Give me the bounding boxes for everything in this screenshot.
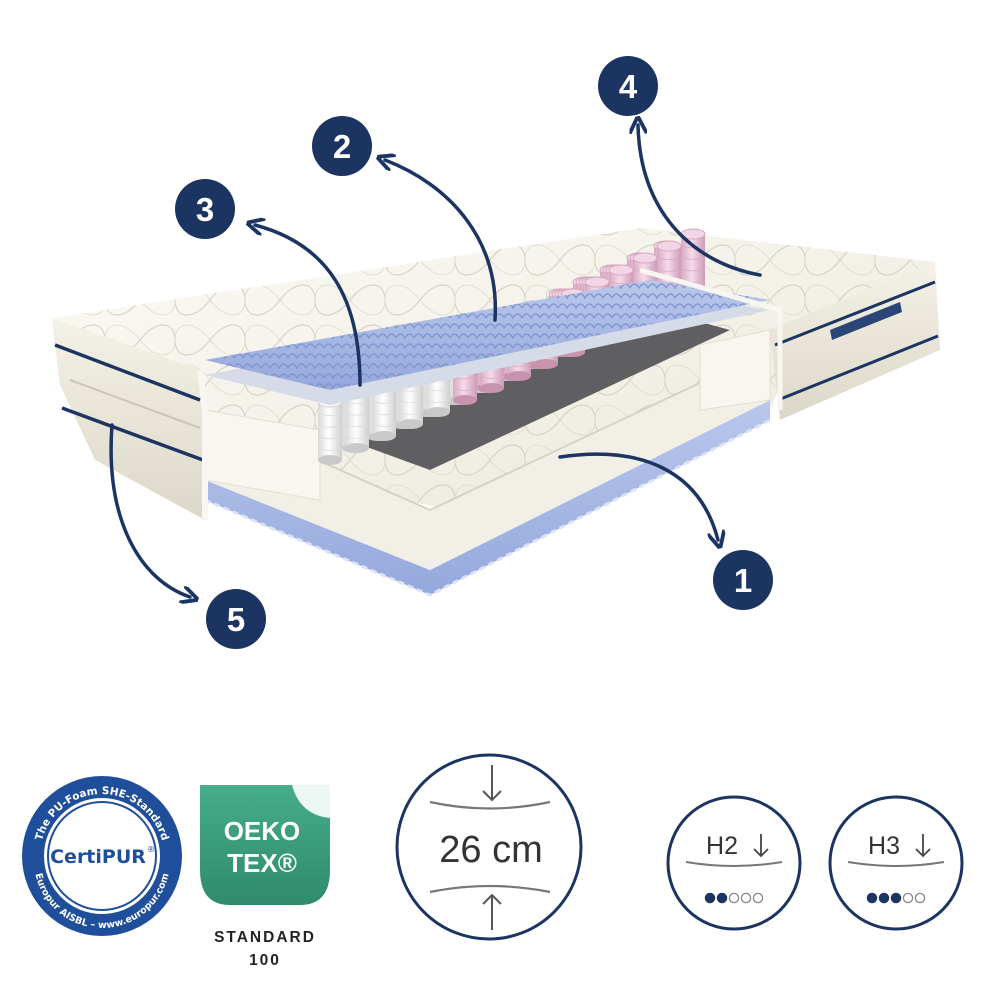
base-foam-slab [205, 350, 770, 570]
firmness-h3-line [847, 861, 945, 867]
firmness-dot-empty [902, 892, 914, 904]
firmness-dot-empty [740, 892, 752, 904]
callout-3: 3 [175, 179, 235, 239]
callout-arrows [109, 125, 762, 597]
callout-1-label: 1 [734, 562, 752, 599]
height-bottom-line [429, 884, 551, 894]
firmness-dot-filled [890, 892, 902, 904]
height-value: 26 cm [439, 829, 542, 871]
arrow-down-icon [915, 834, 931, 858]
callout-5: 5 [206, 589, 266, 649]
oekotex-line1: OEKO [224, 816, 301, 846]
firmness-dot-filled [866, 892, 878, 904]
arrow-5 [109, 423, 190, 597]
certipur-reg: ® [147, 845, 155, 854]
arrow-up-icon [482, 893, 502, 930]
certipur-logo: The PU-Foam SHE-Standard Europur AISBL –… [22, 776, 182, 936]
oekotex-logo: OEKO TEX® STANDARD 100 [200, 785, 330, 969]
height-top-line [429, 800, 551, 810]
firmness-h2-line [685, 861, 783, 867]
mattress-illustration [52, 228, 940, 597]
arrow-down-icon [753, 834, 769, 858]
firmness-h2-dots [704, 892, 764, 904]
callout-3-label: 3 [196, 191, 214, 228]
firmness-h2-label: H2 [706, 832, 738, 860]
arrow-down-icon [482, 765, 502, 802]
callout-2-label: 2 [333, 128, 351, 165]
firmness-dot-empty [914, 892, 926, 904]
arrow-3 [255, 225, 362, 387]
callout-2: 2 [312, 116, 372, 176]
firmness-dot-empty [752, 892, 764, 904]
felt-layer [320, 300, 730, 470]
callout-1: 1 [713, 550, 773, 610]
bottom-foam-layer [205, 400, 770, 595]
oekotex-number: 100 [249, 952, 281, 969]
firmness-dot-empty [728, 892, 740, 904]
oekotex-line2: TEX® [227, 848, 297, 878]
firmness-h3-dots [866, 892, 926, 904]
side-foam-block-right [699, 329, 771, 411]
firmness-badge-h3: H3 [828, 795, 964, 931]
firmness-dot-filled [716, 892, 728, 904]
cover-left-side [52, 318, 205, 520]
certipur-brand: CertiPUR [50, 846, 146, 868]
cover-right-side [770, 262, 940, 420]
firmness-h3-label: H3 [868, 832, 900, 860]
oekotex-standard: STANDARD [214, 929, 316, 946]
arrow-4 [638, 125, 762, 277]
callout-4: 4 [598, 56, 658, 116]
firmness-badge-h2: H2 [666, 795, 802, 931]
callout-4-label: 4 [619, 68, 638, 105]
firmness-dot-filled [704, 892, 716, 904]
height-badge: 26 cm [395, 753, 583, 941]
spring-white [317, 396, 343, 465]
callout-5-label: 5 [227, 601, 245, 638]
firmness-dot-filled [878, 892, 890, 904]
arrow-1 [558, 452, 718, 540]
arrow-2 [385, 160, 498, 322]
